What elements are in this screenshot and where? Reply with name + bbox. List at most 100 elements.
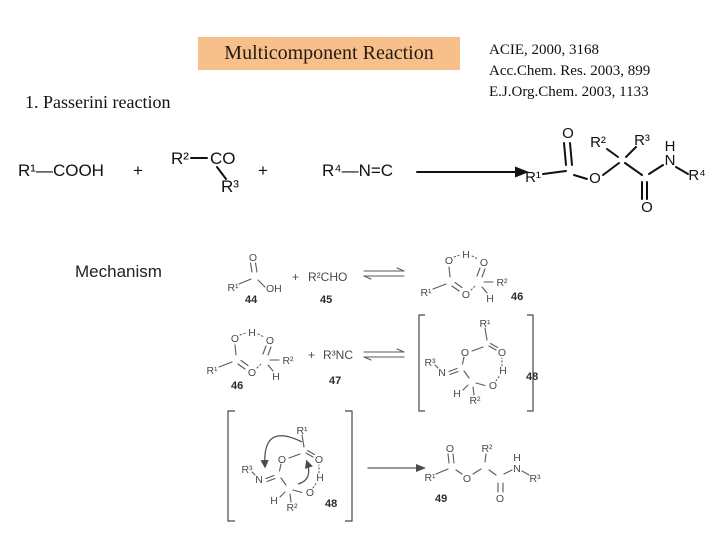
atom-label-r3: R³ [634,132,650,149]
compound-number-46: 46 [511,291,524,303]
intermediate-48-structure: R¹ O O R³ N H O H R² [418,314,534,412]
atom-label-o: O [315,454,323,466]
arrowhead [515,166,529,178]
reaction-arrow [416,166,529,178]
compound-44-structure: O R¹ OH [227,252,282,295]
atom-label-r2: R² [496,277,508,289]
atom-label-r1: R¹ [424,472,436,484]
compound-number-48: 48 [526,371,539,383]
bonds [251,434,320,503]
right-bracket [345,410,353,522]
atom-label-n: N [513,463,521,475]
atom-label-r1: R¹ [479,318,491,330]
atom-label-o: O [461,347,469,359]
bonds [238,262,266,288]
mechanism-label: Mechanism [75,262,162,281]
atom-label-h: H [270,495,278,507]
atom-label-oh: OH [266,283,282,295]
atom-label-r3: R³ [529,473,541,485]
atom-label-r1: R¹ [525,169,541,186]
atom-label-h: H [316,472,324,484]
atom-label-r2: R² [286,502,298,514]
compound-46-structure: O H O R¹ O R² H [420,249,508,305]
atom-label-r3: R³ [221,177,239,196]
atom-label-o: O [266,335,274,347]
atom-label-r3: R³ [424,357,436,369]
atom-label-h: H [486,293,494,305]
atom-label-o: O [446,443,454,455]
equilibrium-arrow [363,267,405,280]
atom-label-r2: R² [590,134,606,151]
atom-label-h: H [513,452,521,464]
compound-number-46: 46 [231,380,244,392]
intermediate-48-structure-with-arrows: R¹ O O R³ N H O H R² [227,410,353,522]
atom-label-o: O [463,473,471,485]
atom-label-n: N [438,367,446,379]
section-heading: 1. Passerini reaction [25,92,171,112]
atom-label-o: O [231,333,239,345]
compound-number-47: 47 [329,375,342,387]
atom-label-o: O [496,493,504,505]
compound-46-structure: O H O R¹ O R² H [206,327,294,383]
atom-label-o: O [480,257,488,269]
reference-line: E.J.Org.Chem. 2003, 1133 [489,84,649,100]
plus-sign: + [292,270,300,284]
atom-label-n: N [665,152,676,169]
atom-label-r1: R¹ [206,365,218,377]
atom-label-r1: R¹ [227,282,239,294]
atom-label-o: O [248,367,256,379]
atom-label-r1: R¹ [420,287,432,299]
atom-label-o: O [589,170,601,187]
title-box: Multicomponent Reaction [198,37,460,70]
atom-label-r3: R³ [241,464,253,476]
reference-line: Acc.Chem. Res. 2003, 899 [489,63,651,79]
compound-47-formula: R³NC [323,348,353,362]
product-structure: R¹ O O R² R³ O H N R⁴ [525,125,706,216]
ketone-structure: R² CO R³ [171,149,239,196]
structure: R¹ O O R³ N H O H R² [241,425,323,514]
left-bracket [418,314,425,412]
atom-label-h: H [272,371,280,383]
atom-label-r4: R⁴ [688,167,705,184]
atom-label-h: H [462,249,470,261]
atom-label-h: H [499,365,507,377]
compound-49-structure: R¹ O O R² O H N R³ [424,443,541,505]
bonds [190,157,227,180]
acid-formula: R¹—COOH [18,161,104,180]
atom-label-n: N [255,474,263,486]
mechanism-arrow [367,464,426,472]
bonds [218,332,280,372]
atom-label-h: H [665,138,676,155]
plus-sign: + [258,161,268,180]
atom-label-r2: R² [171,149,189,168]
arrowhead [416,464,426,472]
compound-number-49: 49 [435,493,448,505]
compound-45-formula: R²CHO [308,270,348,284]
atom-label-o: O [249,252,257,264]
curved-electron-arrow [297,459,313,485]
reference-list: ACIE, 2000, 3168 Acc.Chem. Res. 2003, 89… [489,40,650,103]
right-bracket [527,314,534,412]
curved-electron-arrow [260,435,303,469]
compound-number-48: 48 [325,498,338,510]
atom-label-r2: R² [282,355,294,367]
plus-sign: + [308,348,316,362]
plus-sign: + [133,161,143,180]
atom-label-o: O [306,487,314,499]
atom-label-o: O [641,199,653,216]
atom-label-o: O [278,454,286,466]
atom-label-r2: R² [469,395,481,407]
atom-label-o: O [462,289,470,301]
isocyanide-formula: R⁴—N=C [322,161,394,180]
atom-label-h: H [248,327,256,339]
atom-label-r2: R² [481,443,493,455]
bonds [542,142,689,200]
atom-label-h: H [453,388,461,400]
bonds [434,327,503,396]
bonds [432,254,494,294]
left-bracket [227,410,235,522]
atom-label-o: O [489,380,497,392]
atom-label-r1: R¹ [296,425,308,437]
compound-number-45: 45 [320,294,333,306]
